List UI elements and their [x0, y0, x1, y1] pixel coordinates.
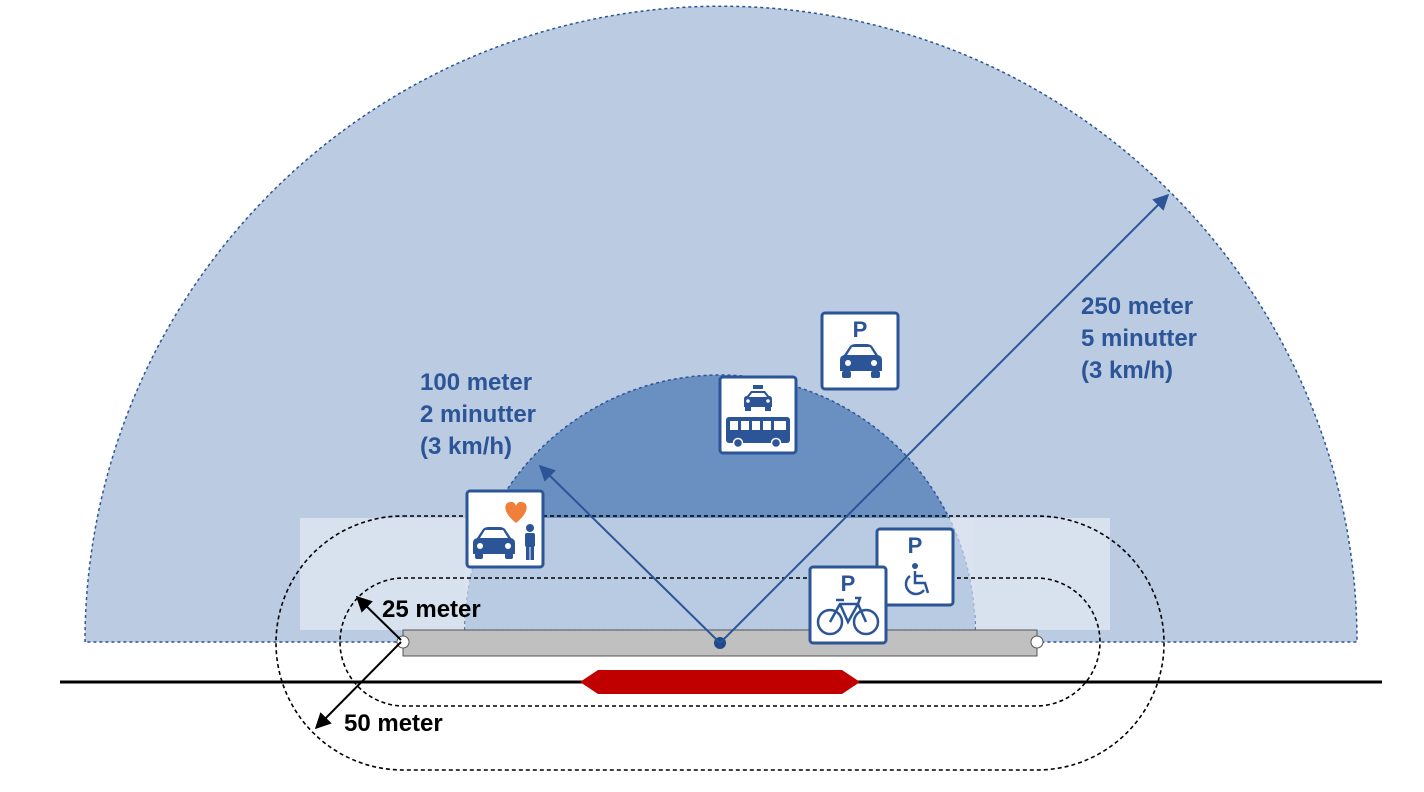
car-icon [840, 344, 882, 378]
radius-25m-arrow [355, 595, 402, 641]
sign-kiss-and-ride [465, 489, 545, 569]
label-100m: 100 meter 2 minutter (3 km/h) [420, 369, 536, 460]
bus-icon [726, 417, 790, 449]
label-250m-line2: 5 minutter [1081, 325, 1197, 352]
sign-taxi-bus [718, 375, 798, 455]
taxi-icon [744, 385, 772, 411]
radius-50m-arrow [314, 641, 402, 730]
radius-250m-arrow [719, 193, 1170, 644]
zone-25m-outline [339, 577, 1101, 707]
zone-250m [84, 5, 1358, 643]
person-icon [525, 524, 535, 560]
bicycle-icon [816, 596, 880, 636]
bicycle-parking-p-letter: P [841, 571, 856, 596]
heart-icon [505, 501, 527, 523]
train [580, 670, 860, 694]
sign-car-parking: P [820, 311, 900, 391]
label-50m: 50 meter [344, 710, 443, 737]
sign-disabled-parking: P [875, 527, 955, 607]
wheelchair-icon [904, 563, 930, 596]
label-250m: 250 meter 5 minutter (3 km/h) [1081, 293, 1197, 384]
label-100m-line3: (3 km/h) [420, 433, 512, 460]
car-parking-p-letter: P [853, 317, 868, 342]
label-100m-line1: 100 meter [420, 369, 532, 396]
platform-end-right [1030, 635, 1044, 649]
radius-100m-arrow [538, 464, 721, 644]
label-250m-line1: 250 meter [1081, 293, 1193, 320]
disabled-parking-p-letter: P [908, 533, 923, 558]
sign-bicycle-parking: P [808, 565, 888, 645]
label-25m: 25 meter [382, 596, 481, 623]
zone-50m-outline [275, 515, 1165, 771]
label-100m-line2: 2 minutter [420, 401, 536, 428]
car-icon [473, 527, 515, 559]
label-250m-line3: (3 km/h) [1081, 357, 1173, 384]
